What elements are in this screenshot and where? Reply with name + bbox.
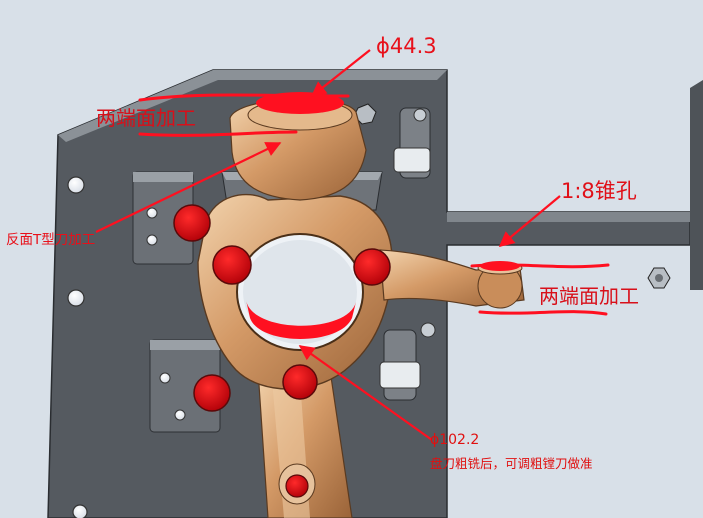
bolt-icon bbox=[647, 267, 671, 289]
locator-pin-icon bbox=[353, 248, 391, 286]
clamp-block-left-upper bbox=[132, 171, 194, 265]
note-both-faces-left: 两端面加工 bbox=[96, 106, 196, 130]
arrow-icon bbox=[95, 49, 561, 441]
note-bore-process: 盘刀粗铣后，可调粗镗刀做准 bbox=[430, 456, 593, 471]
swing-clamp-icon bbox=[379, 322, 436, 401]
plate-holes bbox=[67, 176, 88, 518]
note-taper-hole: 1:8锥孔 bbox=[561, 179, 637, 203]
workpiece-knuckle bbox=[197, 98, 525, 518]
swing-clamp-icon bbox=[393, 107, 431, 179]
note-t-slot-cutter: 反面T型刀加工 bbox=[6, 232, 96, 248]
locator-pin-icon bbox=[193, 374, 231, 412]
locator-pin-icon bbox=[282, 364, 318, 400]
locator-pin-icon bbox=[212, 245, 252, 285]
dimension-main-bore: ϕ102.2 bbox=[430, 432, 480, 448]
locator-pin-icon bbox=[173, 204, 211, 242]
dimension-top-bore: ϕ44.3 bbox=[376, 34, 437, 58]
note-both-faces-right: 两端面加工 bbox=[539, 284, 639, 308]
locator-pin-icon bbox=[285, 474, 309, 498]
locator-pins bbox=[173, 204, 391, 498]
